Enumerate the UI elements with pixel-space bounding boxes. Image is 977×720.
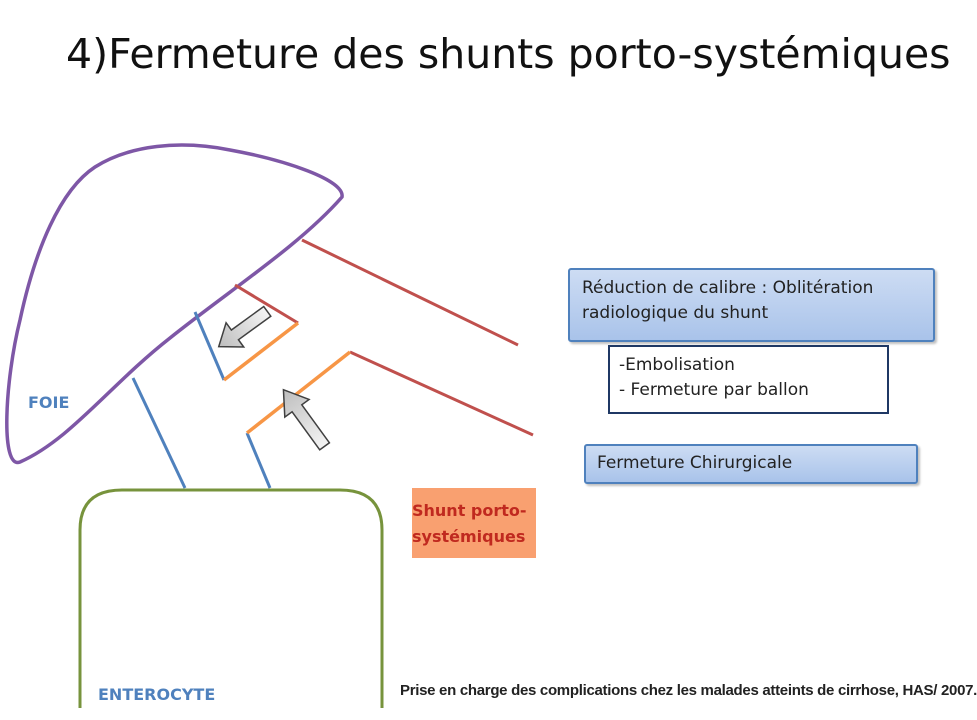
systemic-vessel-lower (349, 350, 534, 437)
shunt-label-line2: systémiques (412, 527, 526, 546)
page-title: 4)Fermeture des shunts porto-systémiques (66, 30, 951, 78)
arrow-up-icon (282, 388, 331, 451)
portal-vessel-left (131, 377, 187, 489)
enterocyte-outline (78, 488, 384, 708)
liver-outline (5, 143, 344, 465)
shunt-segment-upper (222, 321, 300, 382)
shunt-label-line1: Shunt porto- (412, 501, 527, 520)
reference-citation: Prise en charge des complications chez l… (400, 682, 977, 699)
systemic-vessel-upper-branch (234, 283, 299, 325)
systemic-vessel-top (301, 238, 519, 347)
reduction-box: Réduction de calibre : Oblitération radi… (568, 268, 935, 342)
arrow-down-icon (217, 305, 272, 348)
liver-label: FOIE (28, 393, 70, 412)
embolisation-box: -Embolisation - Fermeture par ballon (608, 345, 889, 414)
embolisation-line: -Embolisation (619, 355, 735, 375)
shunt-label-box: Shunt porto- systémiques (412, 488, 536, 558)
enterocyte-label: ENTEROCYTE (98, 685, 216, 704)
shunt-segment-lower (245, 350, 352, 435)
portal-vessel-upper-shunt (193, 311, 226, 381)
portal-vessel-lower-shunt (245, 432, 272, 489)
balloon-closure-line: - Fermeture par ballon (619, 380, 809, 400)
surgical-closure-box: Fermeture Chirurgicale (584, 444, 918, 484)
